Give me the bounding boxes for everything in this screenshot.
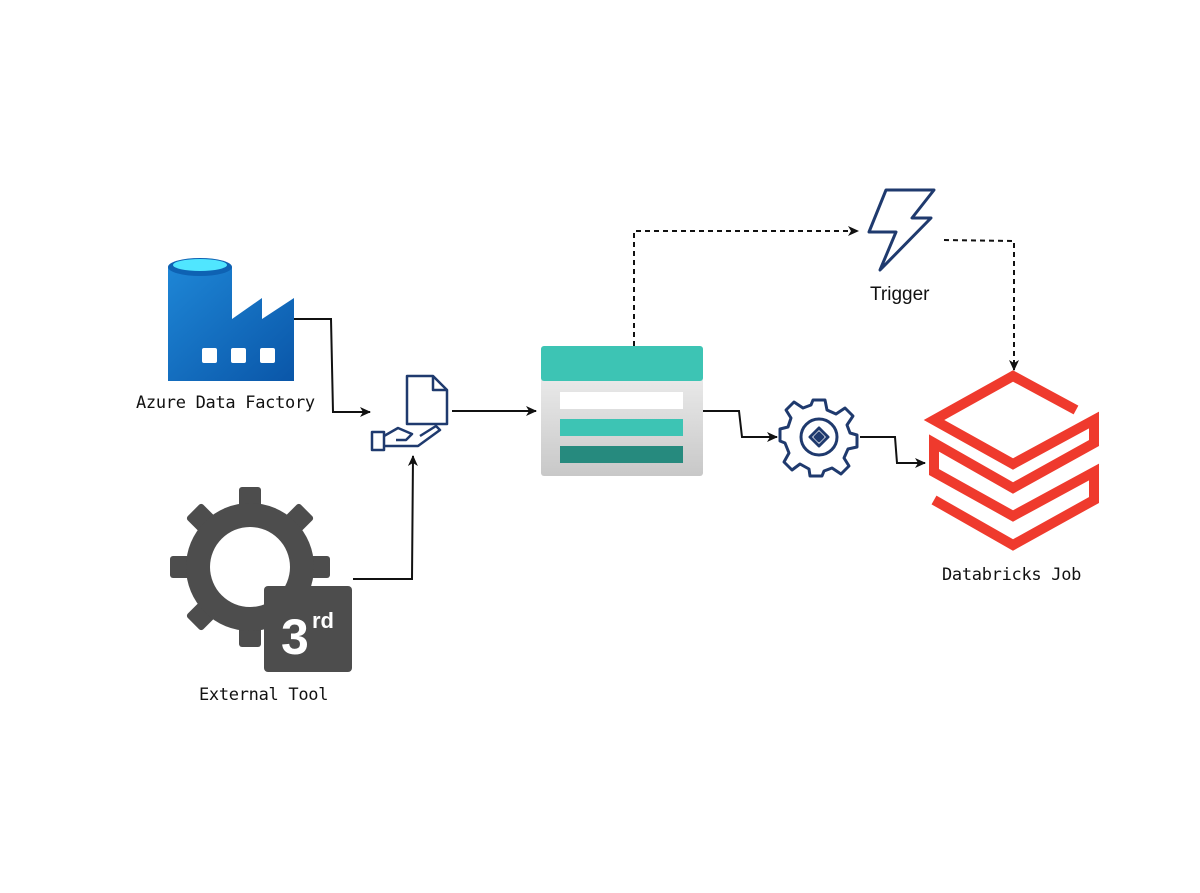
badge-superscript: rd	[312, 608, 334, 633]
third-party-gear-icon[interactable]: 3 rd	[170, 487, 352, 672]
label-trigger: Trigger	[870, 284, 930, 305]
gear-processor-icon[interactable]	[778, 398, 859, 478]
label-azure-data-factory: Azure Data Factory	[136, 393, 315, 413]
storage-queue-icon[interactable]	[541, 346, 703, 476]
label-databricks-job: Databricks Job	[942, 565, 1082, 585]
azure-data-factory-icon[interactable]	[168, 258, 294, 381]
lightning-bolt-icon[interactable]	[867, 188, 936, 272]
edge-storage-to-processor	[703, 410, 778, 442]
edge-processor-to-databricks	[860, 436, 926, 468]
edge-adf-to-filedrop	[294, 318, 371, 417]
edge-trigger-to-databricks	[943, 239, 1019, 371]
edge-external-to-filedrop	[353, 455, 418, 580]
file-upload-hand-icon[interactable]	[370, 374, 449, 452]
label-external-tool: External Tool	[199, 685, 329, 705]
databricks-stack-icon[interactable]	[923, 370, 1099, 551]
badge-number: 3	[281, 609, 309, 665]
edge-storage-to-trigger	[633, 226, 859, 346]
